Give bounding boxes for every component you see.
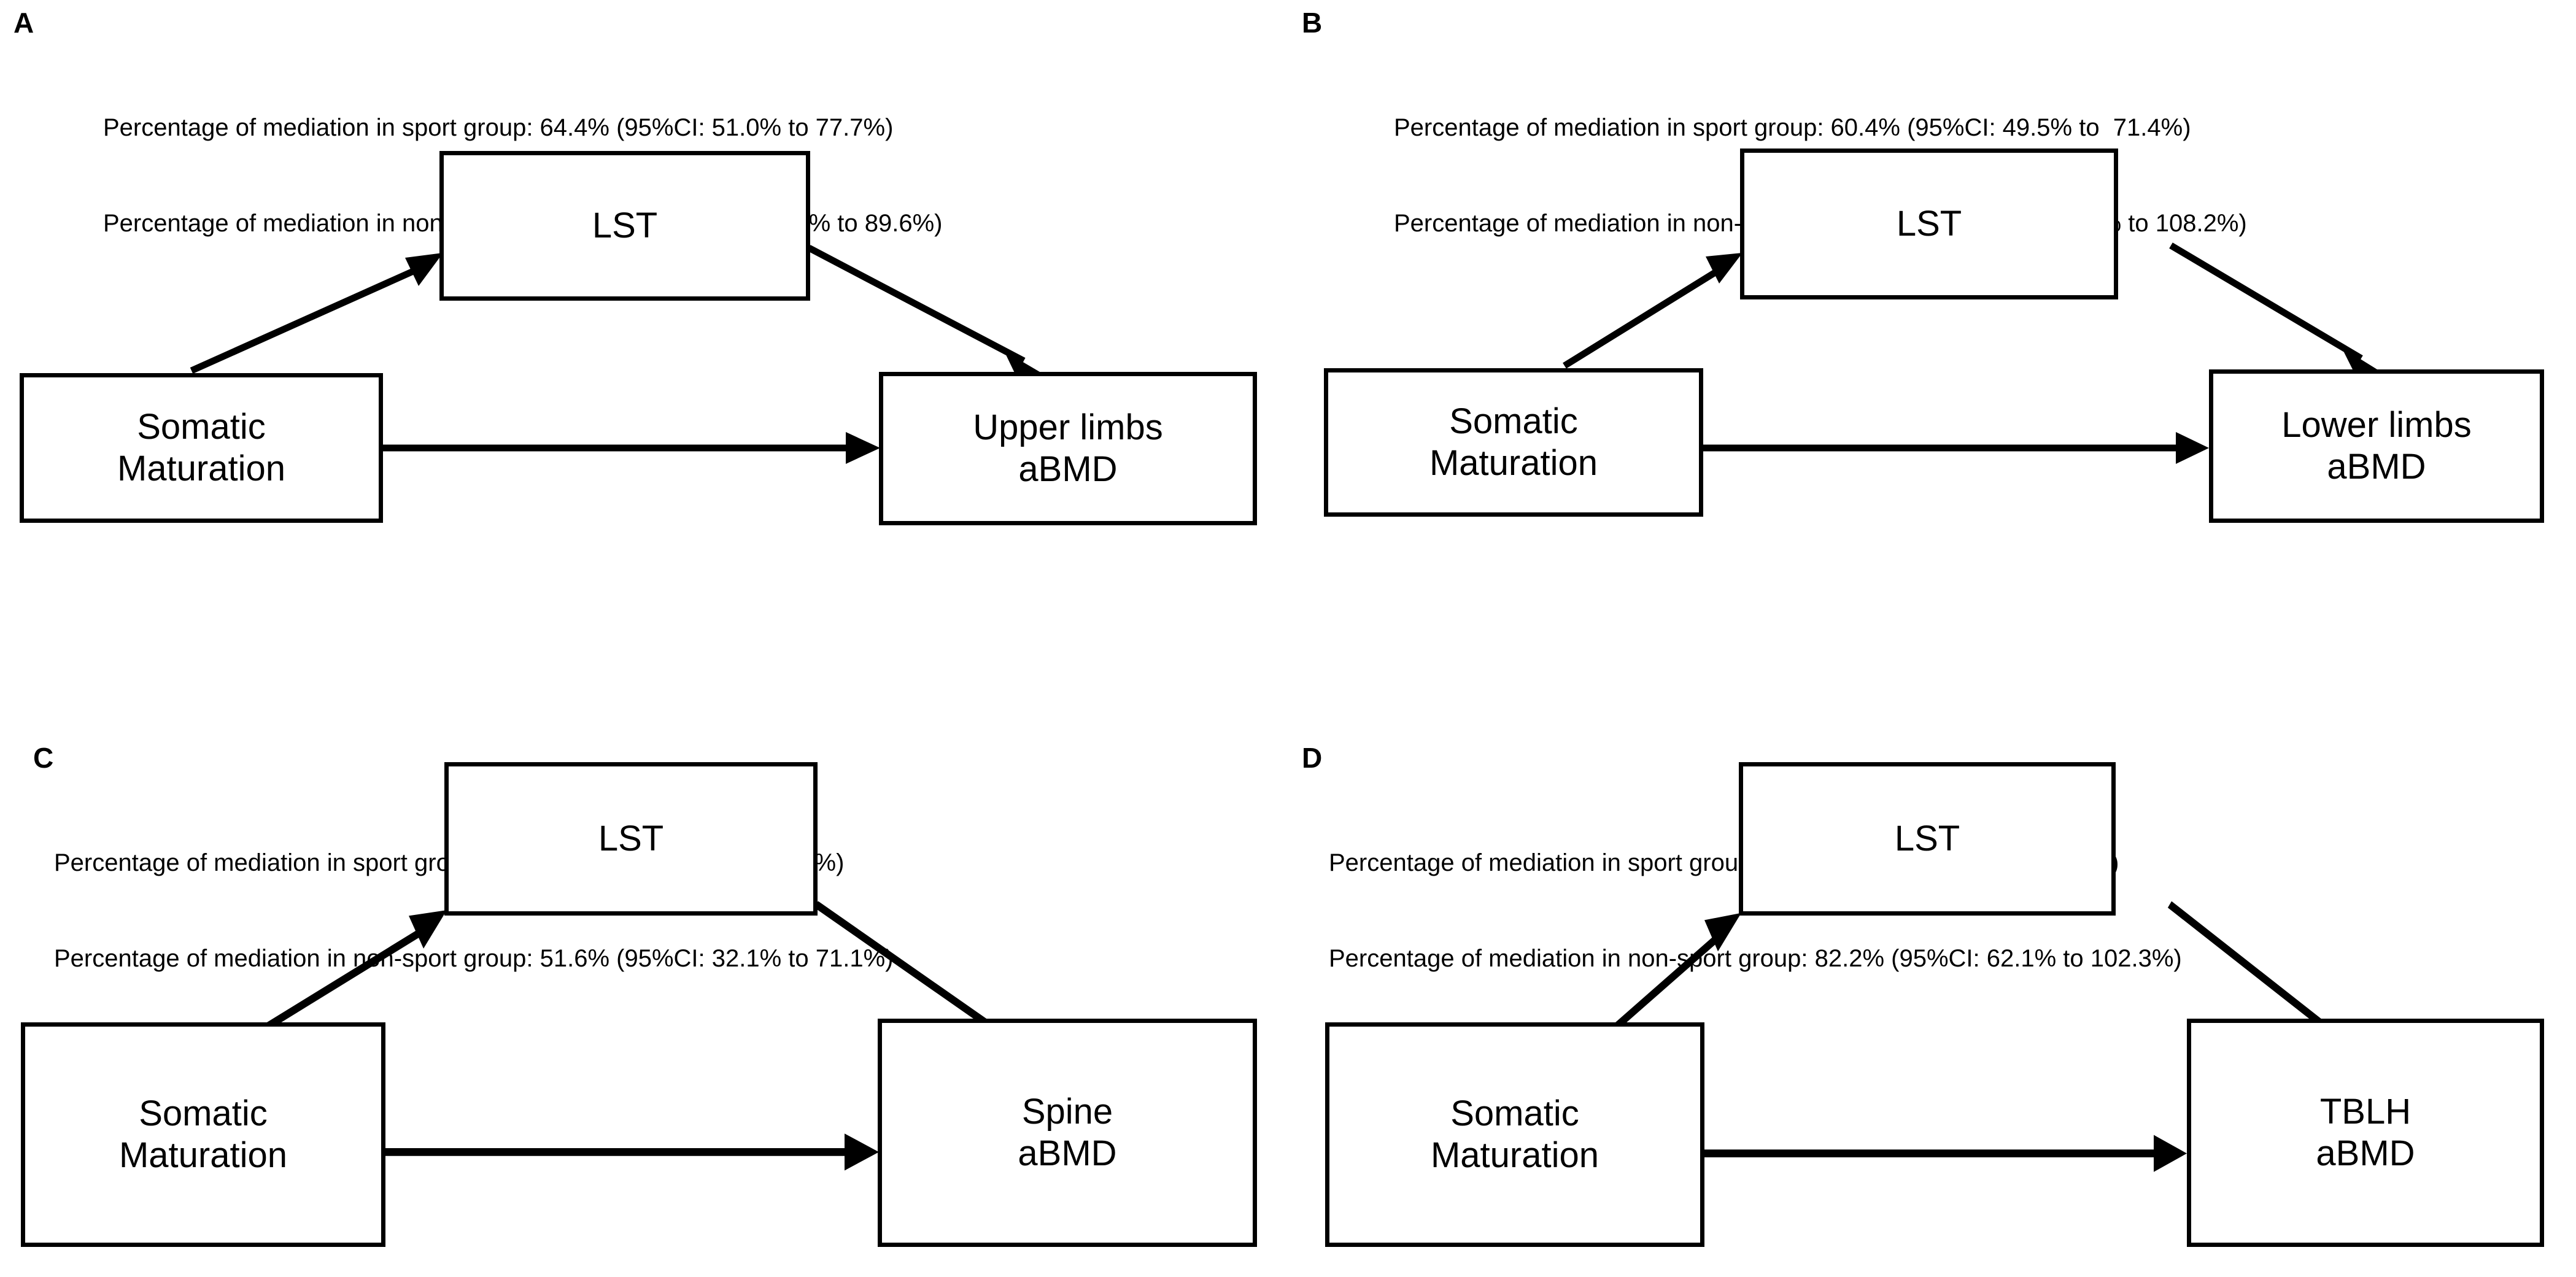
panel-letter-c: C — [33, 742, 54, 774]
panel-c: C Percentage of mediation in sport group… — [0, 727, 1288, 1277]
node-lst-c: LST — [444, 762, 818, 916]
panel-a-edges — [190, 245, 1040, 464]
node-somatic-maturation-b-label: Somatic Maturation — [1429, 401, 1598, 483]
node-lst-d: LST — [1739, 762, 2116, 916]
node-somatic-maturation-d: Somatic Maturation — [1325, 1022, 1704, 1247]
node-lst-b: LST — [1740, 149, 2118, 299]
node-lst-d-label: LST — [1894, 818, 1960, 858]
node-lst-b-label: LST — [1896, 203, 1962, 244]
edge-maturation-to-outcome — [382, 432, 880, 464]
node-somatic-maturation-b: Somatic Maturation — [1324, 368, 1703, 517]
node-somatic-maturation-a-label: Somatic Maturation — [117, 406, 286, 488]
node-outcome-d-label: TBLH aBMD — [2316, 1091, 2415, 1173]
panel-letter-b: B — [1302, 7, 1323, 39]
edge-maturation-to-lst — [1563, 253, 1742, 369]
panel-a-caption-sport: Percentage of mediation in sport group: … — [103, 114, 894, 141]
node-outcome-c: Spine aBMD — [878, 1019, 1257, 1247]
panel-b-caption-sport: Percentage of mediation in sport group: … — [1394, 114, 2191, 141]
node-outcome-c-label: Spine aBMD — [1018, 1091, 1117, 1173]
panel-d-caption-nonsport: Percentage of mediation in non-sport gro… — [1329, 945, 2182, 972]
panel-b: B Percentage of mediation in sport group… — [1288, 0, 2576, 638]
node-outcome-d: TBLH aBMD — [2187, 1019, 2544, 1247]
node-lst-c-label: LST — [598, 818, 664, 858]
panel-letter-a: A — [14, 7, 34, 39]
panel-a: A Percentage of mediation in sport group… — [0, 0, 1288, 638]
node-somatic-maturation-a: Somatic Maturation — [20, 373, 383, 523]
node-outcome-b: Lower limbs aBMD — [2209, 369, 2544, 523]
edge-maturation-to-lst — [190, 253, 443, 374]
edge-maturation-to-outcome — [1703, 432, 2209, 464]
edge-lst-to-outcome — [2169, 242, 2377, 379]
node-lst-a: LST — [439, 151, 810, 301]
node-lst-a-label: LST — [592, 205, 658, 245]
panel-d: D Percentage of mediation in sport group… — [1288, 727, 2576, 1277]
edge-maturation-to-outcome — [1704, 1135, 2187, 1172]
node-outcome-a: Upper limbs aBMD — [879, 372, 1257, 525]
node-outcome-a-label: Upper limbs aBMD — [973, 407, 1163, 489]
node-somatic-maturation-d-label: Somatic Maturation — [1430, 1093, 1599, 1175]
edge-lst-to-outcome — [807, 245, 1040, 382]
node-somatic-maturation-c-label: Somatic Maturation — [118, 1093, 288, 1175]
panel-b-edges — [1563, 242, 2377, 464]
edge-maturation-to-outcome — [385, 1133, 879, 1171]
node-somatic-maturation-c: Somatic Maturation — [21, 1022, 385, 1247]
node-outcome-b-label: Lower limbs aBMD — [2281, 404, 2472, 487]
panel-letter-d: D — [1302, 742, 1323, 774]
